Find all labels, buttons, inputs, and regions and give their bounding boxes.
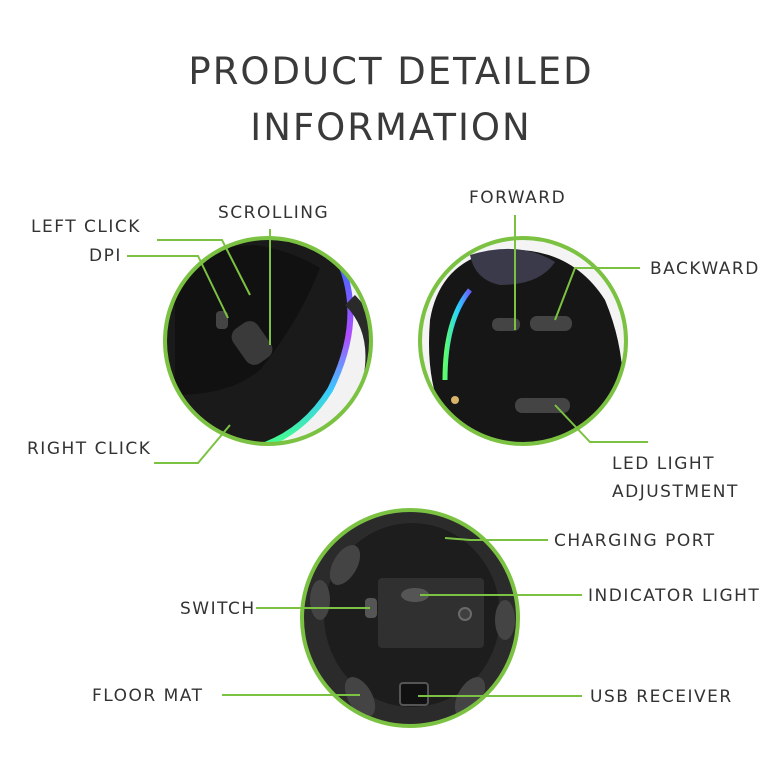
label-usb-receiver: USB RECEIVER	[590, 687, 733, 707]
backward-line	[554, 267, 640, 321]
page-title-line1: PRODUCT DETAILED	[188, 50, 594, 93]
right-click-line	[154, 424, 231, 464]
label-dpi: DPI	[89, 246, 122, 266]
charging-port-line	[444, 537, 548, 541]
label-backward: BACKWARD	[650, 259, 760, 279]
mouse-bottom-view	[300, 508, 520, 728]
label-left-click: LEFT CLICK	[31, 217, 141, 237]
label-switch: SWITCH	[180, 599, 256, 619]
label-floor-mat: FLOOR MAT	[92, 686, 204, 706]
label-scrolling: SCROLLING	[218, 203, 330, 223]
label-charging-port: CHARGING PORT	[554, 531, 716, 551]
page-title-line2: INFORMATION	[250, 106, 532, 149]
led-light-line	[554, 404, 648, 443]
mouse-front-view	[418, 236, 628, 446]
label-indicator-light: INDICATOR LIGHT	[588, 586, 761, 606]
callout-lines	[127, 215, 648, 697]
label-right-click: RIGHT CLICK	[27, 439, 152, 459]
label-led-light-line1: LED LIGHT	[612, 454, 716, 474]
left-click-line	[157, 239, 251, 296]
label-forward: FORWARD	[469, 188, 567, 208]
dpi-line	[127, 255, 229, 319]
label-led-light-line2: ADJUSTMENT	[612, 482, 739, 502]
